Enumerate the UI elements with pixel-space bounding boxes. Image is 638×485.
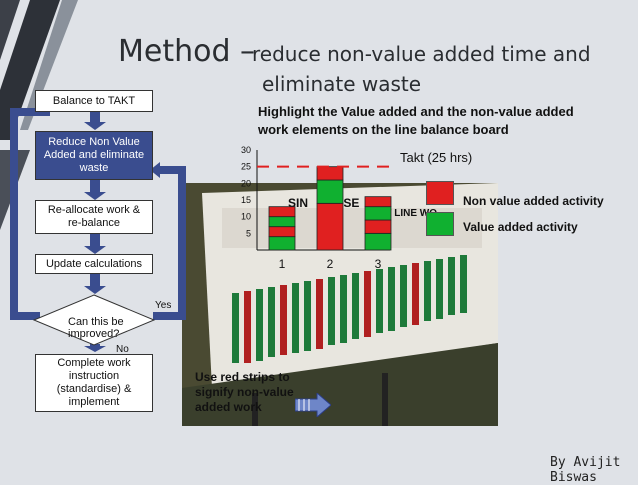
legend-nva-label: Non value added activity	[463, 194, 604, 208]
bar-segment-non-value-added	[268, 226, 296, 238]
photo-note: Use red strips to signify non-value adde…	[195, 370, 294, 414]
flow-step-reallocate: Re-allocate work & re-balance	[35, 200, 153, 234]
bar-segment-non-value-added	[316, 202, 344, 251]
board-strips	[232, 255, 467, 363]
flow-step-label: Complete work instruction (standardise) …	[56, 357, 132, 408]
decision-no-label: No	[116, 344, 129, 355]
y-tick-label: 25	[241, 162, 251, 172]
flow-step-label: Balance to TAKT	[52, 94, 136, 107]
y-tick-label: 30	[241, 145, 251, 155]
flow-step-update-calculations: Update calculations	[35, 254, 153, 274]
bar-segment-non-value-added	[316, 166, 344, 181]
slide-title: Method –	[118, 34, 256, 69]
x-tick-label: 3	[375, 257, 382, 270]
x-tick-label: 2	[327, 257, 334, 270]
flow-step-label: Re-allocate work & re-balance	[47, 204, 141, 229]
flow-step-label: Update calculations	[45, 257, 142, 270]
decision-diamond	[33, 294, 155, 346]
y-tick-label: 10	[241, 212, 251, 222]
decision-label: Can this be improved?	[68, 316, 124, 340]
bar-segment-non-value-added	[364, 219, 392, 234]
y-tick-label: 5	[246, 228, 251, 238]
line-balance-chart: 5 10 15 20 25 30 1 2 3	[241, 145, 395, 270]
slide-subtitle-line2: eliminate waste	[262, 72, 422, 96]
flowchart-connectors	[10, 108, 186, 352]
chart-bars	[268, 166, 392, 251]
bar-segment-non-value-added	[364, 196, 392, 208]
flow-step-balance-to-takt: Balance to TAKT	[35, 90, 153, 112]
legend-nva-swatch	[426, 181, 454, 205]
y-tick-label: 20	[241, 178, 251, 188]
bar-segment-value-added	[364, 206, 392, 221]
bar-segment-value-added	[316, 179, 344, 204]
y-tick-label: 15	[241, 195, 251, 205]
bar-segment-non-value-added	[268, 206, 296, 218]
author-credit: By Avijit Biswas	[550, 455, 621, 485]
board-sign-right: W LINE WO	[382, 208, 437, 219]
legend-va-label: Value added activity	[463, 220, 578, 234]
highlight-callout: Highlight the Value added and the non-va…	[258, 104, 574, 137]
flow-step-standardise: Complete work instruction (standardise) …	[35, 354, 153, 412]
takt-label: Takt (25 hrs)	[400, 150, 473, 165]
y-tick-labels: 5 10 15 20 25 30	[241, 145, 251, 238]
block-arrow-icon	[295, 393, 331, 417]
x-tick-label: 1	[279, 257, 286, 270]
legend-va-swatch	[426, 212, 454, 236]
bar-segment-value-added	[364, 232, 392, 251]
slide-subtitle-line1: reduce non-value added time and	[252, 42, 591, 66]
decision-yes-label: Yes	[155, 300, 172, 311]
bar-segment-value-added	[268, 236, 296, 251]
bar-segment-value-added	[268, 216, 296, 228]
board-sign-mid: ISE	[340, 196, 360, 210]
flow-step-label: Reduce Non Value Added and eliminate was…	[43, 136, 145, 174]
flow-step-reduce-non-value: Reduce Non Value Added and eliminate was…	[35, 131, 153, 180]
x-tick-labels: 1 2 3	[279, 257, 382, 270]
